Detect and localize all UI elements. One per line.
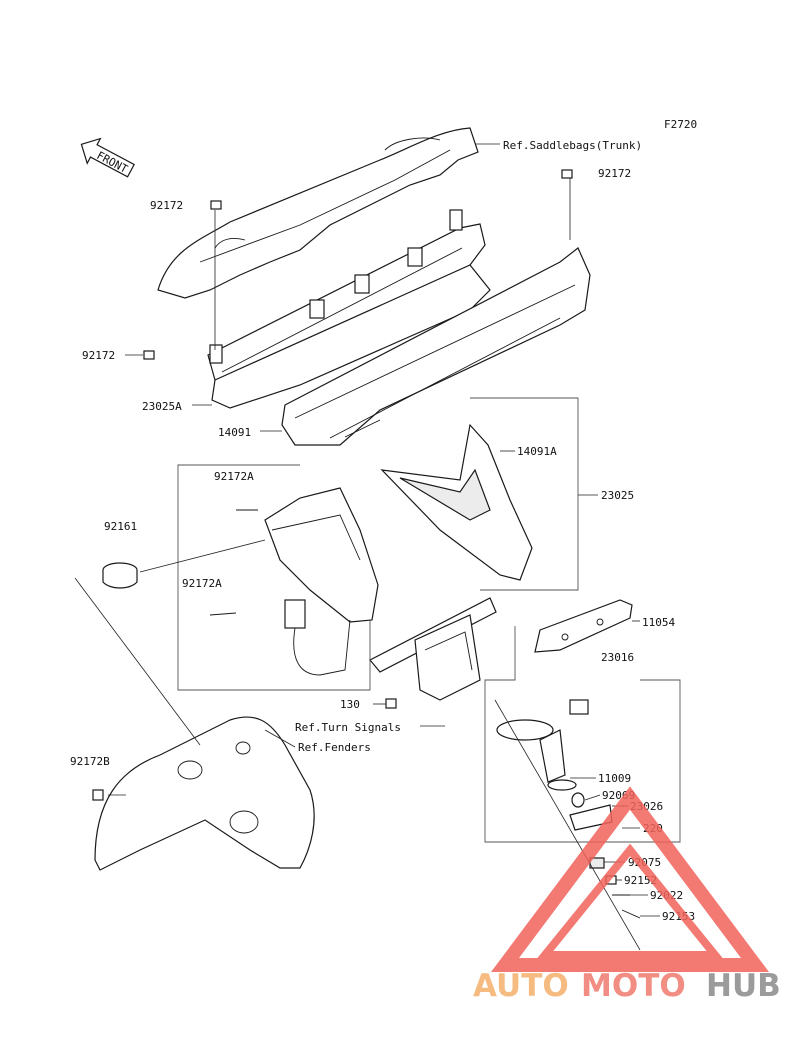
- bracket-11054: [534, 599, 633, 653]
- trunk-reference-outline: [157, 127, 479, 299]
- diagram-code: F2720: [664, 118, 697, 131]
- label-130: 130: [340, 698, 360, 711]
- label-ref-turn-signals: Ref.Turn Signals: [295, 721, 401, 734]
- label-92172A-lower: 92172A: [182, 577, 222, 590]
- lens-14091A: [380, 423, 533, 581]
- callout-boxes: [177, 397, 681, 843]
- watermark-triangle-icon: [491, 786, 769, 972]
- front-arrow-icon: FRONT: [80, 137, 135, 178]
- watermark-inner-triangle-icon: [536, 843, 724, 959]
- tail-light-housing-23025A: [207, 209, 491, 409]
- lens-cover-14091: [281, 247, 591, 446]
- label-23025A: 23025A: [142, 400, 182, 413]
- label-23025: 23025: [601, 489, 634, 502]
- label-11009: 11009: [598, 772, 631, 785]
- label-23016: 23016: [601, 651, 634, 664]
- label-ref-saddlebags: Ref.Saddlebags(Trunk): [503, 139, 642, 152]
- license-light-unit: [264, 487, 379, 676]
- screw-icons: [143, 169, 573, 709]
- license-plate-bracket: [369, 597, 497, 701]
- watermark-text-hub: HUB: [706, 968, 781, 1004]
- label-92172A-upper: 92172A: [214, 470, 254, 483]
- watermark-text-moto: MOTO: [581, 968, 686, 1004]
- label-92172-top-left: 92172: [150, 199, 183, 212]
- leader-lines: [74, 143, 660, 951]
- label-14091A: 14091A: [517, 445, 557, 458]
- label-92172-top-right: 92172: [598, 167, 631, 180]
- watermark-text-auto: AUTO: [473, 968, 569, 1004]
- fender-reference-outline: [92, 716, 315, 871]
- label-14091: 14091: [218, 426, 251, 439]
- label-92172-left: 92172: [82, 349, 115, 362]
- license-lamp-23016: [496, 699, 641, 919]
- grommet-92161: [102, 562, 138, 589]
- label-ref-fenders: Ref.Fenders: [298, 741, 371, 754]
- label-92161: 92161: [104, 520, 137, 533]
- watermark-logo: AUTO MOTO HUB: [473, 786, 781, 1004]
- label-92172B: 92172B: [70, 755, 110, 768]
- label-11054: 11054: [642, 616, 675, 629]
